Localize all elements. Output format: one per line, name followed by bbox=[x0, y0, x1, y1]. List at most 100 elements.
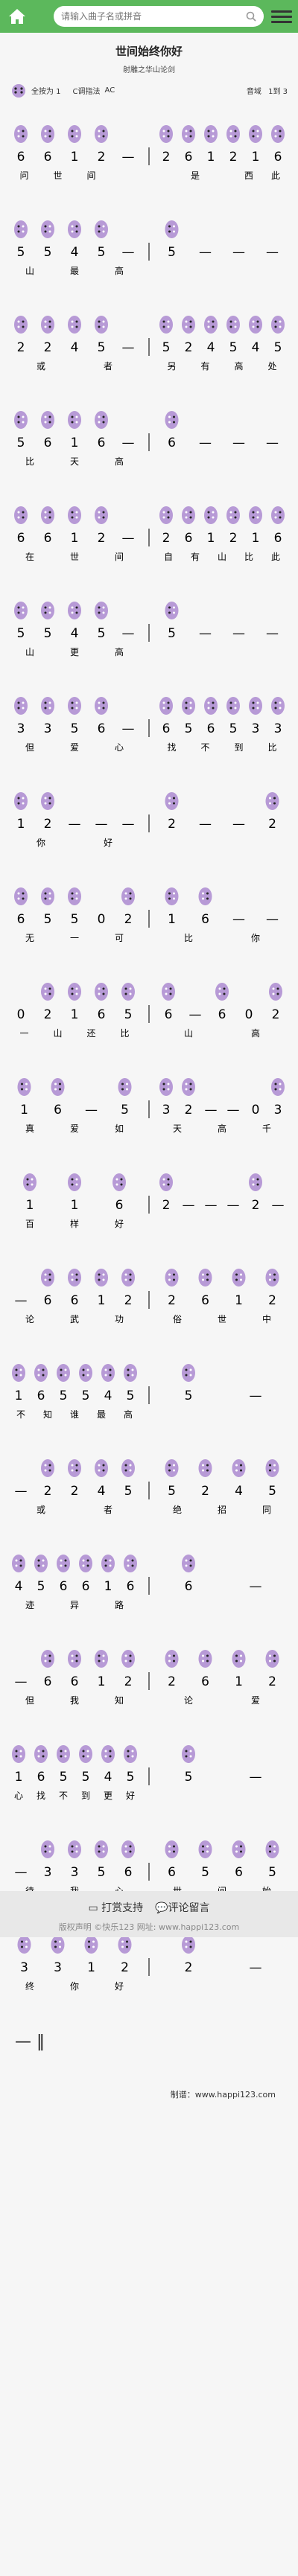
copyright: 版权声明 ©快乐123 网址: www.happi123.com bbox=[58, 1922, 240, 1932]
ocarina-fingering-icon bbox=[51, 1936, 65, 1954]
note-digit: 5 bbox=[185, 1770, 193, 1785]
lyric-char: 千 bbox=[262, 1123, 271, 1134]
note-digit: — bbox=[232, 245, 245, 260]
ocarina-fingering-icon bbox=[271, 697, 285, 715]
home-icon[interactable] bbox=[6, 5, 28, 28]
search-icon[interactable] bbox=[246, 11, 256, 22]
lyric-char: 天 bbox=[70, 456, 79, 467]
ocarina-fingering-icon bbox=[165, 792, 179, 810]
lyric-char: 在 bbox=[25, 552, 34, 562]
lyric-char: 世 bbox=[218, 1314, 226, 1324]
lyric-char: 更 bbox=[70, 647, 79, 657]
note-digit: 6 bbox=[168, 1865, 176, 1880]
note-digit: — bbox=[183, 1198, 195, 1213]
ocarina-fingering-icon bbox=[215, 983, 229, 1001]
comment-link[interactable]: 💬评论留言 bbox=[155, 1902, 210, 1914]
note-digit: 2 bbox=[124, 912, 133, 927]
note-digit: 1 bbox=[235, 1293, 243, 1308]
reward-link[interactable]: ▭ 打赏支持 bbox=[88, 1902, 144, 1914]
lyric-char: 但 bbox=[25, 742, 34, 753]
ocarina-fingering-icon bbox=[84, 1936, 98, 1954]
lyric-char: 中 bbox=[262, 1313, 271, 1324]
lyric-char: 招 bbox=[218, 1505, 226, 1515]
ocarina-fingering-icon bbox=[68, 1459, 81, 1477]
ocarina-fingering-icon bbox=[95, 697, 108, 715]
ocarina-fingering-icon bbox=[182, 506, 195, 524]
search-input[interactable] bbox=[61, 11, 246, 22]
ocarina-fingering-icon bbox=[68, 220, 81, 238]
note-digit: 5 bbox=[44, 626, 52, 641]
note-digit: — bbox=[95, 817, 108, 832]
note-digit: — bbox=[122, 436, 135, 450]
ocarina-fingering-icon bbox=[121, 1459, 135, 1477]
ocarina-fingering-icon bbox=[41, 792, 54, 810]
note-digit: 1 bbox=[15, 1389, 23, 1403]
ocarina-fingering-icon bbox=[232, 1459, 246, 1477]
top-bar bbox=[0, 0, 298, 33]
note-digit: 5 bbox=[60, 1770, 68, 1785]
ocarina-fingering-icon bbox=[68, 1650, 81, 1668]
ocarina-fingering-icon bbox=[182, 1555, 195, 1572]
note-digit: 4 bbox=[252, 340, 260, 355]
range-label: 音域 bbox=[246, 87, 261, 96]
note-digit: 5 bbox=[37, 1579, 45, 1594]
note-digit: 2 bbox=[162, 150, 171, 165]
lyric-char: 另 bbox=[167, 361, 176, 372]
ocarina-fingering-icon bbox=[68, 411, 81, 429]
note-digit: 5 bbox=[162, 340, 171, 355]
ocarina-fingering-icon bbox=[182, 125, 195, 143]
ocarina-fingering-icon bbox=[165, 220, 179, 238]
note-digit: 5 bbox=[17, 245, 25, 260]
lyric-char: 可 bbox=[115, 933, 124, 943]
ocarina-fingering-icon bbox=[198, 1459, 212, 1477]
ocarina-fingering-icon bbox=[41, 697, 54, 715]
ocarina-fingering-icon bbox=[182, 1745, 195, 1763]
ocarina-fingering-icon bbox=[232, 1269, 246, 1287]
note-digit: 1 bbox=[104, 1579, 112, 1594]
lyric-char: 迹 bbox=[25, 1600, 34, 1610]
lyric-char: 山 bbox=[25, 647, 34, 657]
lyric-char: 山 bbox=[184, 1028, 193, 1039]
lyric-char: 山 bbox=[53, 1028, 62, 1039]
ocarina-fingering-icon bbox=[121, 983, 135, 1001]
note-digit: — bbox=[199, 626, 212, 641]
note-digit: 2 bbox=[272, 1007, 280, 1022]
lyric-char: 爱 bbox=[70, 742, 79, 753]
ocarina-fingering-icon bbox=[165, 411, 179, 429]
ocarina-fingering-icon bbox=[204, 506, 218, 524]
note-digit: 5 bbox=[98, 626, 106, 641]
note-digit: 6 bbox=[37, 1770, 45, 1785]
note-digit: 5 bbox=[44, 245, 52, 260]
note-digit: 5 bbox=[201, 1865, 209, 1880]
note-digit: — bbox=[227, 1198, 240, 1213]
note-digit: 2 bbox=[124, 1674, 133, 1689]
ocarina-fingering-icon bbox=[95, 1269, 108, 1287]
ocarina-fingering-icon bbox=[159, 316, 173, 334]
lyric-char: 最 bbox=[70, 266, 79, 276]
lyric-char: 你 bbox=[37, 838, 45, 848]
lyric-char: 处 bbox=[267, 361, 276, 372]
note-digit: 2 bbox=[71, 1484, 79, 1499]
ocarina-fingering-icon bbox=[68, 697, 81, 715]
menu-icon[interactable] bbox=[271, 6, 292, 27]
ocarina-fingering-icon bbox=[95, 602, 108, 619]
lyric-char: 如 bbox=[115, 1123, 124, 1134]
note-digit: 5 bbox=[185, 1389, 193, 1403]
note-digit: 0 bbox=[17, 1007, 25, 1022]
search-box[interactable] bbox=[54, 6, 264, 27]
ocarina-fingering-icon bbox=[41, 220, 54, 238]
end-mark: — ‖ bbox=[15, 2033, 45, 2051]
note-digit: 3 bbox=[17, 721, 25, 736]
lyric-char: 真 bbox=[25, 1123, 34, 1134]
ocarina-fingering-icon bbox=[14, 792, 28, 810]
lyric-char: 高 bbox=[115, 265, 124, 276]
ocarina-fingering-icon bbox=[79, 1364, 92, 1382]
